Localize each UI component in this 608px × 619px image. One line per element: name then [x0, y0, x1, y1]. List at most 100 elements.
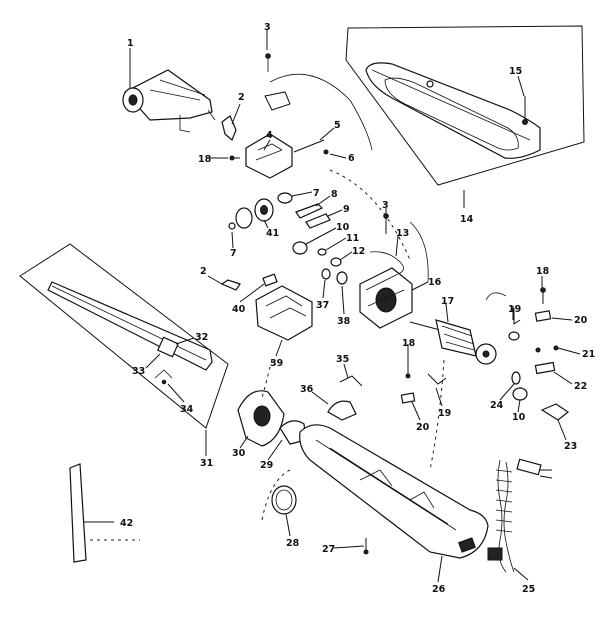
- leader-6: [329, 153, 347, 159]
- callout-labels: 1 2 3 4 5 6 7 7 8 9 10 10 11 12 13 14 15…: [120, 22, 595, 595]
- callout-22: 22: [574, 381, 587, 392]
- bumper-part-36: [327, 400, 357, 421]
- screw-19-right: [513, 308, 521, 325]
- blade-part: [47, 281, 213, 371]
- drive-mechanism-group: [122, 53, 373, 179]
- screw-part-6: [323, 149, 329, 155]
- callout-38: 38: [337, 316, 351, 327]
- armature-shaft: [409, 321, 441, 331]
- callout-28: 28: [286, 538, 300, 549]
- callout-42: 42: [120, 518, 133, 529]
- screw-27-head: [363, 549, 369, 555]
- callout-6: 6: [348, 153, 355, 164]
- wire-part-13-long: [409, 221, 429, 283]
- blade-rivet-block: [157, 336, 179, 358]
- washer-part-37: [321, 268, 331, 280]
- callout-40: 40: [232, 304, 246, 315]
- nose-piece-bore: [253, 405, 271, 427]
- clip-part-35: [339, 375, 363, 387]
- lever-part-9: [305, 213, 331, 229]
- callout-13: 13: [396, 228, 409, 239]
- plate-part-4-top: [264, 91, 291, 111]
- lower-housing-latch: [458, 537, 476, 553]
- leader-41: [263, 219, 269, 229]
- brush-part-20-lower: [400, 392, 416, 404]
- brush-holder-19: [508, 331, 520, 341]
- callout-31: 31: [200, 458, 213, 469]
- leader-2b: [207, 275, 223, 285]
- leader-19b: [435, 387, 443, 407]
- screw-18-left-head: [229, 155, 235, 161]
- leader-15: [517, 75, 525, 97]
- callout-5: 5: [334, 120, 341, 131]
- leader-33: [145, 353, 161, 369]
- armature-fan-hub: [482, 350, 490, 358]
- callout-7-left: 7: [230, 248, 237, 259]
- cord-group: [487, 458, 553, 573]
- bushing-part-10: [292, 241, 308, 255]
- callout-26: 26: [432, 584, 446, 595]
- dash-line-b: [429, 359, 445, 471]
- callout-3-mid: 3: [382, 200, 389, 211]
- callout-19-right: 19: [508, 304, 521, 315]
- leader-21: [557, 347, 581, 355]
- blade-edge-line: [51, 285, 207, 361]
- callout-9: 9: [343, 204, 350, 215]
- callout-32: 32: [195, 332, 208, 343]
- leader-4: [263, 139, 271, 151]
- spring-part-19-lower: [427, 373, 447, 385]
- blade-clip-34: [154, 369, 173, 379]
- callout-17: 17: [441, 296, 454, 307]
- callout-41: 41: [266, 228, 279, 239]
- callout-8: 8: [331, 189, 338, 200]
- leader-40: [239, 283, 265, 303]
- leader-30: [239, 435, 249, 449]
- washer-part-11: [317, 248, 327, 256]
- inset-box-blade: [19, 243, 229, 429]
- leader-24: [499, 383, 515, 401]
- gear-part-41-left: [235, 207, 253, 229]
- screw-21-a: [535, 347, 541, 353]
- callout-34: 34: [180, 404, 194, 415]
- callout-20-right: 20: [574, 315, 588, 326]
- leader-12: [339, 251, 353, 261]
- leader-10b: [517, 399, 521, 413]
- callout-14: 14: [460, 214, 474, 225]
- leader-39: [275, 339, 283, 357]
- leader-17: [445, 303, 449, 323]
- leader-16: [411, 281, 429, 291]
- leader-5: [319, 127, 335, 141]
- right-parts-group: [400, 287, 570, 421]
- leader-20a: [551, 317, 573, 321]
- leader-35: [343, 363, 349, 379]
- gear-train-group: [228, 192, 348, 285]
- gear-41-hub: [260, 205, 268, 215]
- leader-7b: [231, 231, 234, 249]
- callout-2-lower: 2: [200, 266, 207, 277]
- callout-23: 23: [564, 441, 577, 452]
- callout-1: 1: [127, 38, 134, 49]
- brush-part-20-right: [534, 310, 552, 322]
- leader-11: [325, 237, 347, 251]
- lower-housing-part-26: [299, 424, 489, 559]
- callout-3-top: 3: [264, 22, 271, 33]
- drive-frame-part-1: [124, 69, 213, 121]
- callout-2-upper: 2: [238, 92, 245, 103]
- lower-housing-ribs: [359, 469, 435, 509]
- callout-11: 11: [346, 233, 359, 244]
- leader-27: [333, 545, 365, 549]
- callout-33: 33: [132, 366, 145, 377]
- callout-21: 21: [582, 349, 595, 360]
- callout-29: 29: [260, 460, 273, 471]
- motor-field-windings: [365, 273, 405, 307]
- handle-cover-inset: [345, 25, 585, 186]
- ring-part-28-inner: [275, 489, 293, 511]
- armature-windings: [441, 325, 475, 351]
- leader-9: [327, 209, 343, 217]
- leader-10a: [305, 227, 337, 245]
- spring-part-40: [262, 273, 278, 287]
- dashed-connection-lines: [261, 169, 445, 521]
- blade-inset: [19, 243, 229, 429]
- washer-part-7: [277, 192, 293, 204]
- callout-16: 16: [428, 277, 442, 288]
